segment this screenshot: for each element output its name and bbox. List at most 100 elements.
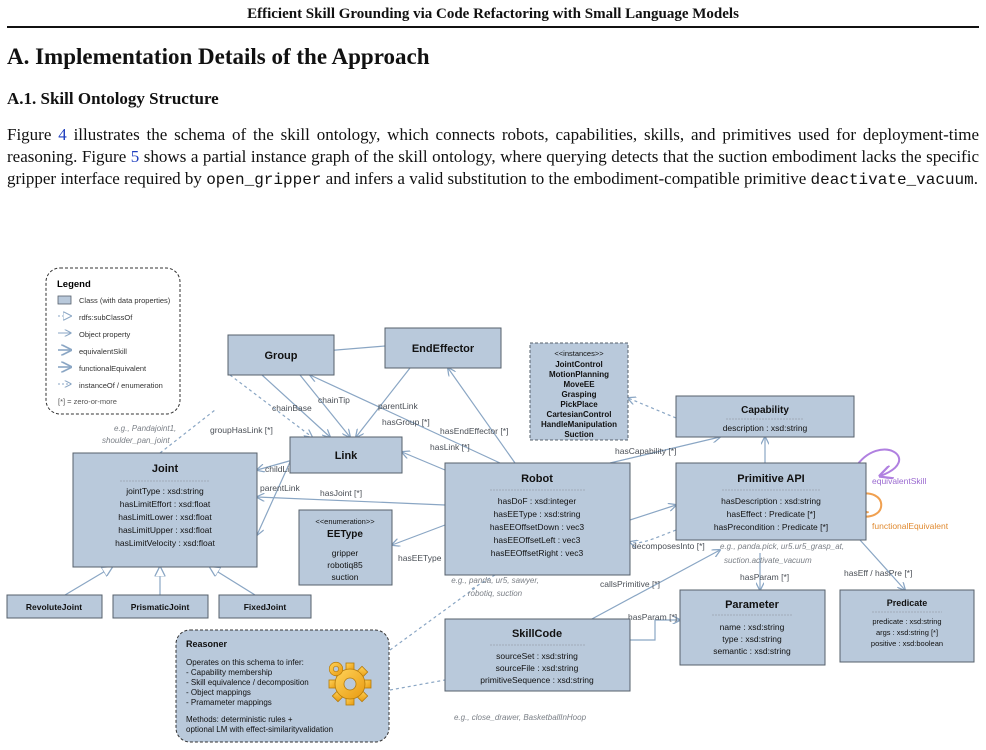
- instances-stereotype: <<instances>>: [554, 349, 604, 358]
- primitive-api-prop: hasEffect : Predicate [*]: [727, 509, 816, 519]
- legend: Legend Class (with data properties) rdfs…: [45, 267, 181, 415]
- eetype-value: suction: [332, 572, 359, 582]
- note-joint-example-2: shoulder_pan_joint: [102, 436, 170, 445]
- joint-prop: hasLimitLower : xsd:float: [118, 512, 212, 522]
- class-primitive-api: Primitive API hasDescription : xsd:strin…: [675, 462, 867, 541]
- edge-hasjoint: [257, 497, 446, 506]
- paragraph-text-1: Figure: [7, 125, 59, 144]
- primitive-api-prop: hasPrecondition : Predicate [*]: [714, 522, 828, 532]
- fixedjoint-title: FixedJoint: [244, 602, 287, 612]
- reasoner-box: Reasoner Operates on this schema to infe…: [175, 629, 390, 743]
- class-revolutejoint: RevoluteJoint: [6, 594, 103, 619]
- body-paragraph: Figure 4 illustrates the schema of the s…: [7, 124, 979, 191]
- legend-item-instanceof: instanceOf / enumeration: [79, 381, 163, 390]
- robot-prop: hasDoF : xsd:integer: [498, 496, 577, 506]
- reasoner-line: - Object mappings: [186, 688, 251, 697]
- note-primitive-example-2: suction.activate_vacuum: [724, 556, 812, 565]
- label-decomposesinto: decomposesInto [*]: [632, 541, 705, 551]
- label-functionalequivalent: functionalEquivalent: [872, 521, 949, 531]
- label-hasparam-2: hasParam [*]: [740, 572, 789, 582]
- capability-prop: description : xsd:string: [723, 423, 808, 433]
- class-link: Link: [289, 436, 403, 474]
- edge-grouphaslink: [229, 374, 312, 437]
- skillcode-prop: sourceSet : xsd:string: [496, 651, 578, 661]
- reasoner-line: - Pramameter mappings: [186, 698, 272, 707]
- gear-icon: [328, 661, 372, 706]
- legend-item-equivalentskill: equivalentSkill: [79, 347, 127, 356]
- instance-item: Grasping: [561, 390, 596, 399]
- robot-prop: hasEEType : xsd:string: [494, 509, 581, 519]
- instance-item: HandleManipulation: [541, 420, 617, 429]
- edge-hasparam: [630, 620, 680, 641]
- legend-item-functionalequivalent: functionalEquivalent: [79, 364, 147, 373]
- edge-decomposesinto: [630, 529, 677, 543]
- group-title: Group: [265, 350, 298, 362]
- reasoner-line: optional LM with effect-similarityvalida…: [186, 725, 333, 734]
- reasoner-line: - Capability membership: [186, 668, 273, 677]
- reasoner-line: - Skill equivalence / decomposition: [186, 678, 309, 687]
- paragraph-text-5: .: [973, 169, 979, 188]
- edge-parentlink: [257, 461, 291, 535]
- instance-item: JointControl: [555, 360, 603, 369]
- link-title: Link: [335, 450, 358, 462]
- edge-hascapability: [609, 437, 720, 464]
- legend-footnote: [*] = zero-or-more: [58, 397, 117, 406]
- edge-chainbase: [261, 374, 330, 437]
- class-predicate: Predicate predicate : xsd:string args : …: [839, 589, 975, 663]
- note-robot-example-2: robotiq, suction: [468, 589, 523, 598]
- figure-ref-4[interactable]: 4: [58, 125, 67, 144]
- edge-haseff-haspre: [859, 539, 905, 590]
- running-head: Efficient Skill Grounding via Code Refac…: [247, 6, 739, 22]
- header-rule: [7, 26, 979, 28]
- revolutejoint-title: RevoluteJoint: [26, 602, 82, 612]
- edge-hasendeffector: [448, 368, 516, 464]
- edge-robot-primitive: [629, 505, 676, 521]
- code-open-gripper: open_gripper: [206, 171, 322, 189]
- class-robot: Robot hasDoF : xsd:integer hasEEType : x…: [444, 462, 631, 576]
- endeffector-title: EndEffector: [412, 343, 475, 355]
- legend-item-subclass: rdfs:subClassOf: [79, 313, 133, 322]
- skillcode-prop: sourceFile : xsd:string: [496, 663, 579, 673]
- class-joint: Joint jointType : xsd:string hasLimitEff…: [72, 452, 258, 568]
- parameter-prop: type : xsd:string: [722, 634, 782, 644]
- eetype-value: gripper: [332, 548, 359, 558]
- class-eetype: <<enumeration>> EEType gripper robotiq85…: [298, 509, 393, 586]
- joint-prop: jointType : xsd:string: [125, 486, 204, 496]
- figure-ref-5[interactable]: 5: [130, 147, 140, 166]
- legend-title: Legend: [57, 279, 91, 290]
- edge-chaintip: [299, 374, 350, 437]
- edge-hasgroup: [310, 375, 501, 464]
- instance-item: MotionPlanning: [549, 370, 609, 379]
- skillcode-prop: primitiveSequence : xsd:string: [480, 675, 594, 685]
- edge-equivalentskill-loop: [854, 448, 901, 476]
- note-skill-example: e.g., close_drawer, BasketballInHoop: [454, 713, 587, 722]
- class-endeffector: EndEffector: [384, 327, 502, 369]
- skillcode-title: SkillCode: [512, 628, 562, 640]
- instance-item: Suction: [564, 430, 593, 439]
- edge-robot-note: [469, 574, 496, 591]
- edge-fixed-subclass: [210, 567, 256, 596]
- edge-callsprimitive: [589, 550, 720, 621]
- label-chaintip: chainTip: [318, 395, 350, 405]
- label-chainbase: chainBase: [272, 403, 312, 413]
- predicate-prop: args : xsd:string [*]: [876, 628, 938, 637]
- reasoner-line: Operates on this schema to infer:: [186, 658, 304, 667]
- reasoner-title: Reasoner: [186, 639, 228, 649]
- label-hasendeffector: hasEndEffector [*]: [440, 426, 508, 436]
- note-robot-example-1: e.g., panda, ur5, sawyer,: [451, 576, 539, 585]
- label-grouphaslink: groupHasLink [*]: [210, 425, 273, 435]
- legend-class-swatch: [57, 295, 72, 305]
- edge-reasoner-skillcode: [389, 679, 446, 691]
- class-fixedjoint: FixedJoint: [218, 594, 312, 619]
- label-hasjoint: hasJoint [*]: [320, 488, 362, 498]
- legend-item-class: Class (with data properties): [79, 296, 171, 305]
- parameter-prop: semantic : xsd:string: [713, 646, 791, 656]
- eetype-value: robotiq85: [327, 560, 363, 570]
- parameter-title: Parameter: [725, 599, 780, 611]
- label-parentlink: parentLink: [260, 483, 300, 493]
- class-capability: Capability description : xsd:string: [675, 395, 855, 438]
- robot-prop: hasEEOffsetRight : vec3: [491, 548, 584, 558]
- reasoner-line: Methods: deterministic rules +: [186, 715, 293, 724]
- edge-parentlink-top: [356, 367, 411, 437]
